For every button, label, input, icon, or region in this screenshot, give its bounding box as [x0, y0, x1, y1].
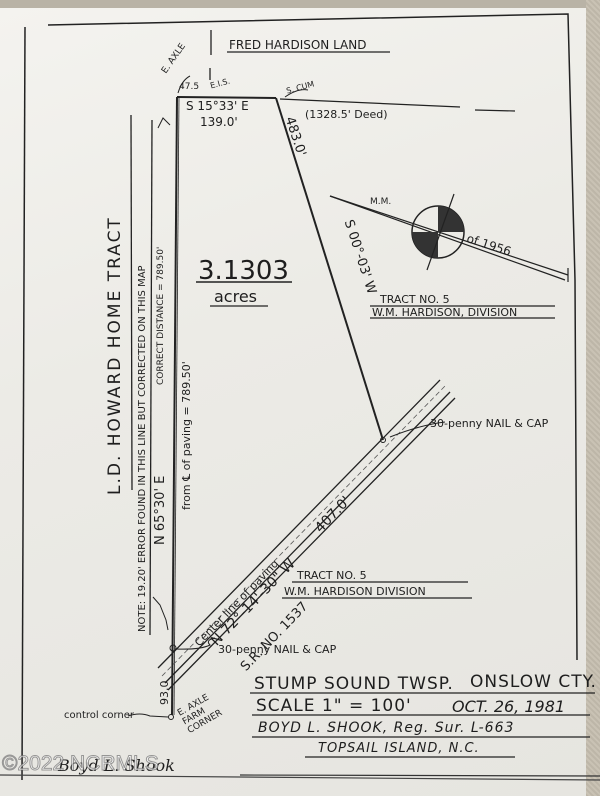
- title-surveyor: BOYD L. SHOOK, Reg. Sur. L-663: [258, 720, 515, 736]
- nail-cap-east: 30-penny NAIL & CAP: [430, 417, 549, 430]
- west-neighbor-label: L.D. HOWARD HOME TRACT: [105, 216, 125, 495]
- title-county: ONSLOW CTY.: [470, 672, 597, 692]
- area-unit: acres: [214, 287, 258, 306]
- surveyor-signature: Boyd L. Shook: [58, 756, 175, 775]
- south-tract-division: W.M. HARDISON DIVISION: [284, 585, 426, 598]
- deed-note: (1328.5' Deed): [305, 108, 388, 121]
- north-neighbor-label: FRED HARDISON LAND: [229, 38, 367, 52]
- north-offset-value: 47.5: [179, 82, 200, 92]
- north-line-distance: 139.0': [200, 115, 238, 129]
- west-line-bearing: N 65°30' E: [153, 475, 168, 545]
- title-township: STUMP SOUND TWSP.: [254, 674, 454, 694]
- north-line-bearing: S 15°33' E: [186, 99, 249, 113]
- area-value: 3.1303: [198, 256, 289, 286]
- title-scale: SCALE 1" = 100': [256, 696, 412, 716]
- title-location: TOPSAIL ISLAND, N.C.: [318, 741, 480, 756]
- east-tract-number: TRACT NO. 5: [380, 293, 450, 306]
- west-line-from-paving: from ℄ of paving = 789.50': [180, 361, 193, 510]
- nail-cap-west: 30-penny NAIL & CAP: [218, 643, 337, 656]
- east-tract-division: W.M. HARDISON, DIVISION: [372, 306, 518, 319]
- control-corner-label: control corner: [64, 710, 134, 721]
- title-date: OCT. 26, 1981: [452, 697, 566, 716]
- tie-distance: 93.0: [158, 680, 171, 706]
- correct-distance: CORRECT DISTANCE = 789.50': [156, 246, 166, 385]
- error-note: NOTE: 19.20' ERROR FOUND IN THIS LINE BU…: [137, 265, 148, 632]
- south-tract-number: TRACT NO. 5: [297, 569, 367, 582]
- watermark: ©2022 NCRMLS: [2, 752, 160, 776]
- meridian-label: M.M.: [370, 197, 392, 207]
- survey-paper: [0, 8, 586, 796]
- paper-edge-background: [586, 0, 600, 796]
